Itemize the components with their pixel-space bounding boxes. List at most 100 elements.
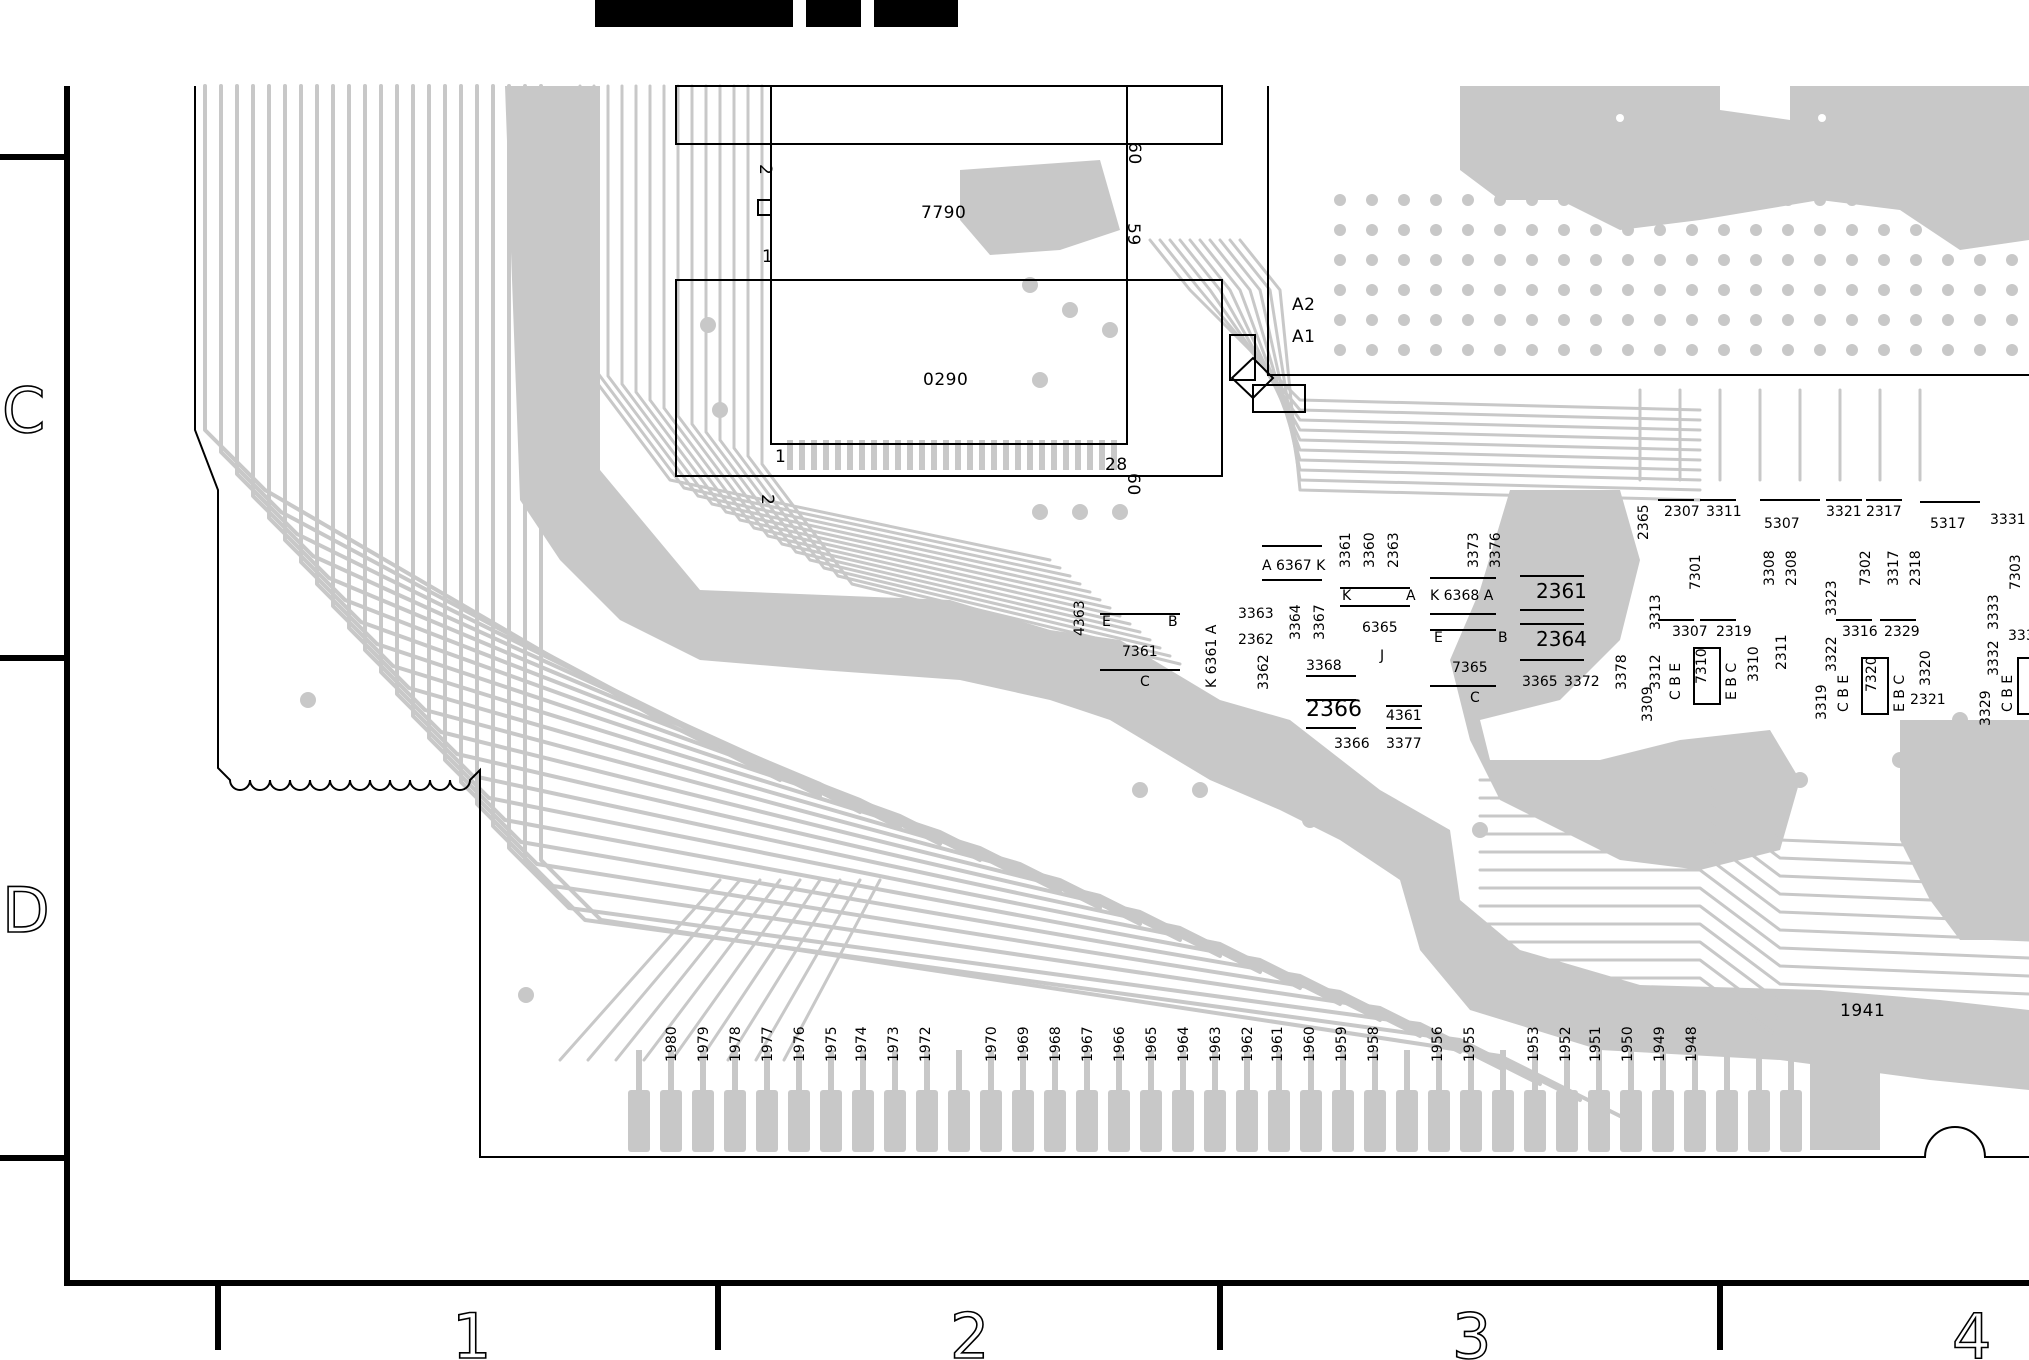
trace: [1188, 238, 1702, 452]
col-label-1: 1: [452, 1300, 491, 1360]
component-label: 7310: [1694, 648, 1710, 684]
trace: [283, 84, 982, 862]
ic-pin: [1039, 440, 1045, 470]
via: [1686, 284, 1698, 296]
via: [1750, 224, 1762, 236]
via: [1654, 224, 1666, 236]
via: [1462, 344, 1474, 356]
edge-pad-label: 1979: [696, 1026, 712, 1062]
component-label: 3329: [1978, 690, 1994, 726]
component-label: 2317: [1866, 504, 1902, 520]
trace: [592, 84, 1062, 570]
ic-pin: [1015, 440, 1021, 470]
edge-finger: [1556, 1090, 1578, 1152]
component-label: 2362: [1238, 632, 1274, 648]
ic-pin: [919, 440, 925, 470]
component-label: 3319: [1814, 684, 1830, 720]
label-a1: A1: [1292, 327, 1315, 347]
edge-finger: [1748, 1090, 1770, 1152]
component-label: C: [1470, 690, 1480, 706]
ic-pin: [811, 440, 817, 470]
trace: [704, 84, 1142, 634]
trace: [1478, 778, 2029, 852]
via: [982, 632, 998, 648]
edge-finger: [884, 1090, 906, 1152]
trace: [1478, 904, 2029, 978]
via: [712, 402, 728, 418]
via: [1782, 284, 1794, 296]
via: [1302, 812, 1318, 828]
component-label: 3372: [1564, 674, 1600, 690]
via: [1846, 344, 1858, 356]
component-label: 3310: [1746, 646, 1762, 682]
ic-pin: [1003, 440, 1009, 470]
via: [1846, 254, 1858, 266]
component-label: 3332: [1986, 640, 2002, 676]
edge-finger: [1012, 1090, 1034, 1152]
via: [1398, 344, 1410, 356]
edge-finger: [1108, 1090, 1130, 1152]
pad-1941: [1810, 1000, 1880, 1150]
component-label: 3320: [1918, 650, 1934, 686]
via: [1558, 194, 1570, 206]
edge-finger: [724, 1090, 746, 1152]
left-trace-fan: [203, 84, 1702, 1118]
trace: [1478, 922, 2029, 996]
edge-pad-label: 1961: [1270, 1026, 1286, 1062]
component-label: 3331: [1990, 512, 2026, 528]
via: [1132, 782, 1148, 798]
via: [1494, 314, 1506, 326]
via: [2006, 284, 2018, 296]
label-pin-60-bottom: 60: [1123, 473, 1143, 496]
ic-pin: [787, 440, 793, 470]
component-label: 3366: [1334, 736, 1370, 752]
component-label: 2311: [1774, 634, 1790, 670]
col-label-4: 4: [1952, 1300, 1991, 1360]
via: [1472, 822, 1488, 838]
via: [1974, 254, 1986, 266]
edge-finger: [1172, 1090, 1194, 1152]
edge-finger: [1300, 1090, 1322, 1152]
component-label: C B E: [2000, 675, 2016, 712]
via: [1366, 224, 1378, 236]
ic-pin: [1027, 440, 1033, 470]
component-label: 2363: [1386, 532, 1402, 568]
edge-finger: [1236, 1090, 1258, 1152]
via: [1622, 194, 1634, 206]
plane-mid: [1450, 490, 1800, 870]
component-label: 2308: [1784, 550, 1800, 586]
via: [1430, 284, 1442, 296]
via: [1398, 284, 1410, 296]
via: [1686, 254, 1698, 266]
edge-pad-label: 1974: [854, 1026, 870, 1062]
label-pin-28: 28: [1105, 455, 1128, 475]
trace: [760, 84, 1182, 666]
via: [1462, 224, 1474, 236]
via: [1462, 194, 1474, 206]
trace: [670, 878, 802, 1062]
via: [1622, 224, 1634, 236]
via: [1846, 224, 1858, 236]
trace: [614, 878, 762, 1062]
edge-pad-label: 1965: [1144, 1026, 1160, 1062]
header-bars: [595, 0, 958, 27]
via: [1032, 504, 1048, 520]
via: [1622, 314, 1634, 326]
edge-finger: [692, 1090, 714, 1152]
edge-pad-label: 1960: [1302, 1026, 1318, 1062]
via: [1814, 314, 1826, 326]
via: [1910, 254, 1922, 266]
via: [1878, 224, 1890, 236]
component-label: 5307: [1764, 516, 1800, 532]
component-label: 7303: [2008, 554, 2024, 590]
ic-pin: [1087, 440, 1093, 470]
component-label: 3364: [1288, 604, 1304, 640]
via: [1494, 254, 1506, 266]
via: [1718, 254, 1730, 266]
label-pin-2-bottom: 2: [757, 494, 777, 505]
via: [1878, 284, 1890, 296]
trace: [379, 84, 1222, 958]
edge-pad-label: 1972: [918, 1026, 934, 1062]
ic-pin: [967, 440, 973, 470]
